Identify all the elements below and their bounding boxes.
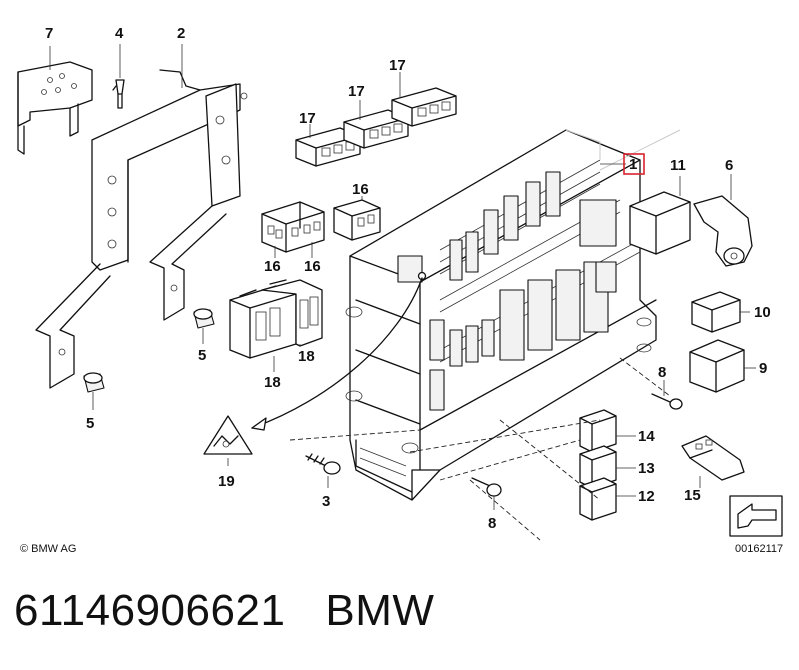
fuse-puller-part-15 <box>681 435 745 488</box>
callout-7: 7 <box>45 25 53 42</box>
fuse-part-13 <box>579 445 636 489</box>
fuse-part-12 <box>579 477 636 521</box>
parts-diagram: 7 4 2 17 17 17 16 16 16 18 18 5 5 1 11 6… <box>17 25 783 555</box>
fuse-rows <box>429 159 641 411</box>
connector-part-17-right <box>391 72 457 127</box>
warning-label-part-19 <box>203 277 423 466</box>
copyright-text: © BMW AG <box>20 543 76 555</box>
callout-17a: 17 <box>299 110 316 127</box>
callout-16b: 16 <box>264 258 281 275</box>
holder-part-6 <box>693 174 753 267</box>
relay-part-9 <box>689 339 756 393</box>
nut-part-5-upper <box>193 308 215 344</box>
callout-17b: 17 <box>348 83 365 100</box>
callout-18b: 18 <box>264 374 281 391</box>
relay-part-10 <box>691 291 750 333</box>
callout-12: 12 <box>638 488 655 505</box>
pin-part-4 <box>112 44 125 109</box>
connector-part-16-single <box>333 196 381 241</box>
callout-15: 15 <box>684 487 701 504</box>
callout-13: 13 <box>638 460 655 477</box>
fuse-carrier-part-1 <box>345 129 657 501</box>
callout-9: 9 <box>759 360 767 377</box>
callout-5b: 5 <box>86 415 94 432</box>
assembly-lines <box>289 357 671 541</box>
brand-name: BMW <box>325 586 435 635</box>
callout-2: 2 <box>177 25 185 42</box>
screw-part-8-bottom <box>471 477 502 510</box>
bracket-part-7 <box>17 46 93 155</box>
fuse-part-14 <box>579 409 636 453</box>
nut-part-5-lower <box>83 372 105 410</box>
carrier-outline <box>565 129 681 171</box>
view-direction-icon <box>729 495 783 537</box>
part-number: 61146906621 <box>14 586 286 635</box>
callout-14: 14 <box>638 428 655 445</box>
relay-part-11 <box>629 176 691 255</box>
callout-labels: 7 4 2 17 17 17 16 16 16 18 18 5 5 1 11 6… <box>45 25 771 532</box>
callout-19: 19 <box>218 473 235 490</box>
callout-1-highlight-box <box>623 153 645 175</box>
callout-16a: 16 <box>352 181 369 198</box>
callout-6: 6 <box>725 157 733 174</box>
exploded-view-drawing: 7 4 2 17 17 17 16 16 16 18 18 5 5 1 11 6… <box>17 25 783 555</box>
part-caption: 61146906621 BMW <box>14 586 434 636</box>
callout-5a: 5 <box>198 347 206 364</box>
callout-16c: 16 <box>304 258 321 275</box>
callout-8b: 8 <box>488 515 496 532</box>
callout-3: 3 <box>322 493 330 510</box>
callout-10: 10 <box>754 304 771 321</box>
drawing-number: 00162117 <box>735 543 783 555</box>
screw-part-8-right <box>651 380 683 410</box>
connector-part-18 <box>229 279 323 372</box>
callout-1: 1 <box>629 156 637 173</box>
callout-11: 11 <box>670 157 686 174</box>
connector-part-16-pair <box>261 201 325 258</box>
warning-triangle-icon <box>203 415 253 455</box>
callout-18a: 18 <box>298 348 315 365</box>
screw-part-3 <box>305 453 341 488</box>
callout-4: 4 <box>115 25 124 42</box>
mounting-bracket-part-2 <box>35 44 248 389</box>
callout-17c: 17 <box>389 57 406 74</box>
connector-part-17-middle <box>343 100 409 149</box>
callout-8a: 8 <box>658 364 666 381</box>
